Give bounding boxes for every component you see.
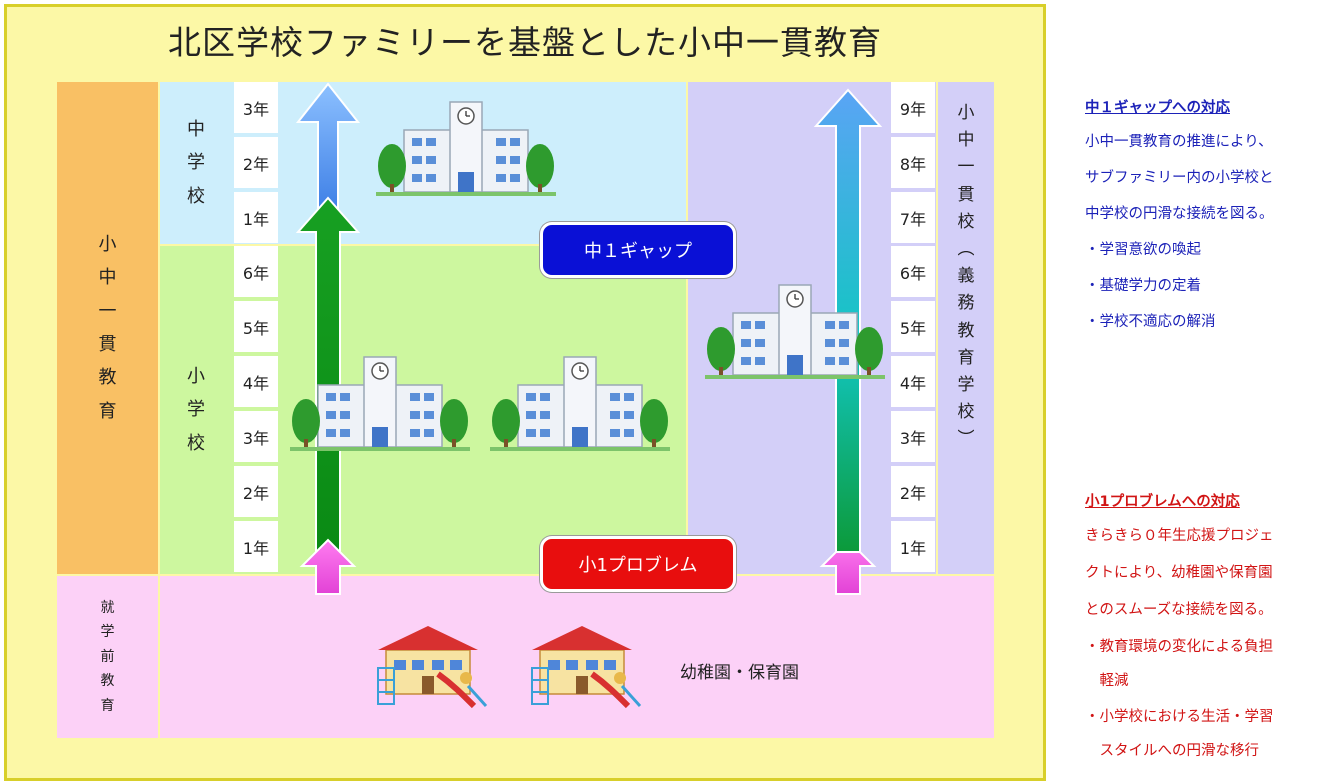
year-box: 3年 bbox=[891, 411, 935, 462]
year-box: 5年 bbox=[234, 301, 278, 352]
middle-gap-line: 中学校の円滑な接続を図る。 bbox=[1085, 206, 1274, 222]
year-box: 1年 bbox=[234, 192, 278, 243]
arrow-up-icon bbox=[299, 538, 357, 595]
year-box: 7年 bbox=[891, 192, 935, 243]
elementary-gap-line: きらきら０年生応援プロジェ bbox=[1085, 528, 1274, 544]
school-building-icon bbox=[375, 101, 557, 197]
middle-gap-line: ・学校不適応の解消 bbox=[1085, 314, 1216, 330]
year-box: 3年 bbox=[234, 82, 278, 133]
elementary-gap-line: ・小学校における生活・学習 bbox=[1085, 709, 1274, 725]
elementary-gap-heading: 小1プロブレムへの対応 bbox=[1085, 494, 1240, 510]
elementary-gap-label: 小1プロブレム bbox=[540, 536, 736, 592]
year-box: 1年 bbox=[234, 521, 278, 572]
integrated-column bbox=[57, 82, 158, 574]
year-box: 4年 bbox=[234, 356, 278, 407]
arrow-up-icon bbox=[295, 82, 361, 211]
preschool-caption: 幼稚園・保育園 bbox=[680, 663, 799, 683]
integrated-label: 小 中 一 貫 教 育 bbox=[98, 234, 117, 422]
elementary-gap-line: 軽減 bbox=[1085, 673, 1129, 689]
kindergarten-icon bbox=[378, 626, 486, 706]
middle-gap-line: ・学習意欲の喚起 bbox=[1085, 242, 1201, 258]
year-box: 2年 bbox=[234, 137, 278, 188]
elementary-gap-line: スタイルへの円滑な移行 bbox=[1085, 743, 1259, 759]
elementary-gap-line: とのスムーズな接続を図る。 bbox=[1085, 602, 1273, 618]
middle-gap-line: サブファミリー内の小学校と bbox=[1085, 170, 1274, 186]
year-box: 6年 bbox=[891, 246, 935, 297]
year-box: 4年 bbox=[891, 356, 935, 407]
middle-gap-heading: 中１ギャップへの対応 bbox=[1085, 100, 1230, 116]
right-label-column bbox=[938, 82, 994, 574]
year-box: 1年 bbox=[891, 521, 935, 572]
preschool-label-column bbox=[57, 576, 158, 738]
elementary-school-label: 小 学 校 bbox=[187, 366, 205, 454]
year-box: 3年 bbox=[234, 411, 278, 462]
year-box: 9年 bbox=[891, 82, 935, 133]
year-box: 6年 bbox=[234, 246, 278, 297]
middle-gap-line: ・基礎学力の定着 bbox=[1085, 278, 1201, 294]
year-box: 5年 bbox=[891, 301, 935, 352]
year-box: 8年 bbox=[891, 137, 935, 188]
elementary-gap-line: クトにより、幼稚園や保育園 bbox=[1085, 565, 1273, 581]
middle-school-label: 中 学 校 bbox=[187, 119, 205, 207]
elementary-gap-line: ・教育環境の変化による負担 bbox=[1085, 639, 1274, 655]
arrow-up-icon bbox=[295, 196, 361, 553]
year-box: 2年 bbox=[234, 466, 278, 517]
year-box: 2年 bbox=[891, 466, 935, 517]
school-building-icon bbox=[489, 356, 671, 452]
compulsory-school-label: 小 中 一 貫 校 ︵ 義 務 教 育 学 校 ︶ bbox=[957, 103, 975, 450]
kindergarten-icon bbox=[532, 626, 640, 706]
page-title: 北区学校ファミリーを基盤とした小中一貫教育 bbox=[168, 23, 882, 62]
middle-gap-label: 中１ギャップ bbox=[540, 222, 736, 278]
middle-gap-line: 小中一貫教育の推進により、 bbox=[1085, 134, 1273, 150]
preschool-label: 就 学 前 教 育 bbox=[100, 599, 115, 714]
